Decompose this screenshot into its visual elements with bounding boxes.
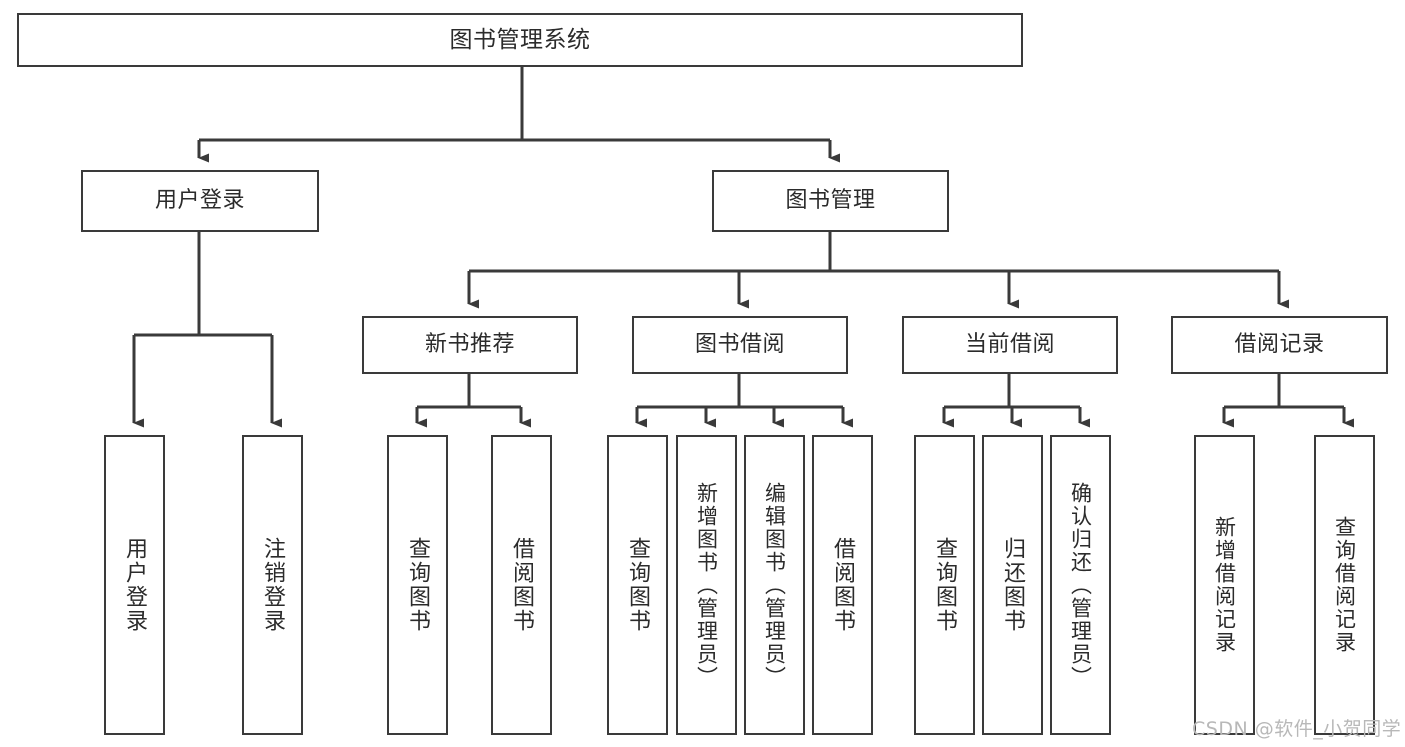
node-label: 当前借阅 [964,332,1055,358]
leaf-current-confirm-return-admin[interactable]: 确认归还（管理员） [1050,435,1111,735]
node-book-management[interactable]: 图书管理 [712,170,949,232]
leaf-current-return-book[interactable]: 归还图书 [982,435,1043,735]
node-label: 查询借阅记录 [1332,516,1357,654]
leaf-borrow-query-book[interactable]: 查询图书 [607,435,668,735]
leaf-borrow-borrow-book[interactable]: 借阅图书 [812,435,873,735]
node-borrow-records[interactable]: 借阅记录 [1171,316,1388,374]
node-user-login[interactable]: 用户登录 [81,170,319,232]
node-label: 用户登录 [122,537,148,633]
node-current-borrow[interactable]: 当前借阅 [902,316,1118,374]
node-label: 查询图书 [932,537,958,633]
node-label: 归还图书 [1000,537,1026,633]
node-label: 图书借阅 [694,332,785,358]
node-label: 借阅图书 [830,537,856,633]
leaf-user-login-logout[interactable]: 注销登录 [242,435,303,735]
leaf-records-add-record[interactable]: 新增借阅记录 [1194,435,1255,735]
leaf-records-query-record[interactable]: 查询借阅记录 [1314,435,1375,735]
node-new-book-recommend[interactable]: 新书推荐 [362,316,578,374]
node-label: 查询图书 [625,537,651,633]
node-root-library-system[interactable]: 图书管理系统 [17,13,1023,67]
leaf-new-book-borrow[interactable]: 借阅图书 [491,435,552,735]
node-label: 注销登录 [260,537,286,633]
leaf-current-query-book[interactable]: 查询图书 [914,435,975,735]
node-label: 查询图书 [405,537,431,633]
leaf-new-book-query[interactable]: 查询图书 [387,435,448,735]
leaf-borrow-edit-book-admin[interactable]: 编辑图书（管理员） [744,435,805,735]
node-label: 新增图书（管理员） [694,481,719,689]
node-label: 借阅图书 [509,537,535,633]
node-label: 确认归还（管理员） [1068,481,1093,689]
node-book-borrow[interactable]: 图书借阅 [632,316,848,374]
node-label: 用户登录 [154,188,245,214]
node-label: 编辑图书（管理员） [762,481,787,689]
leaf-user-login-login[interactable]: 用户登录 [104,435,165,735]
node-label: 新书推荐 [424,332,515,358]
node-label: 借阅记录 [1234,332,1325,358]
node-label: 图书管理 [785,188,876,214]
node-label: 新增借阅记录 [1212,516,1237,654]
leaf-borrow-add-book-admin[interactable]: 新增图书（管理员） [676,435,737,735]
node-label: 图书管理系统 [449,26,591,53]
